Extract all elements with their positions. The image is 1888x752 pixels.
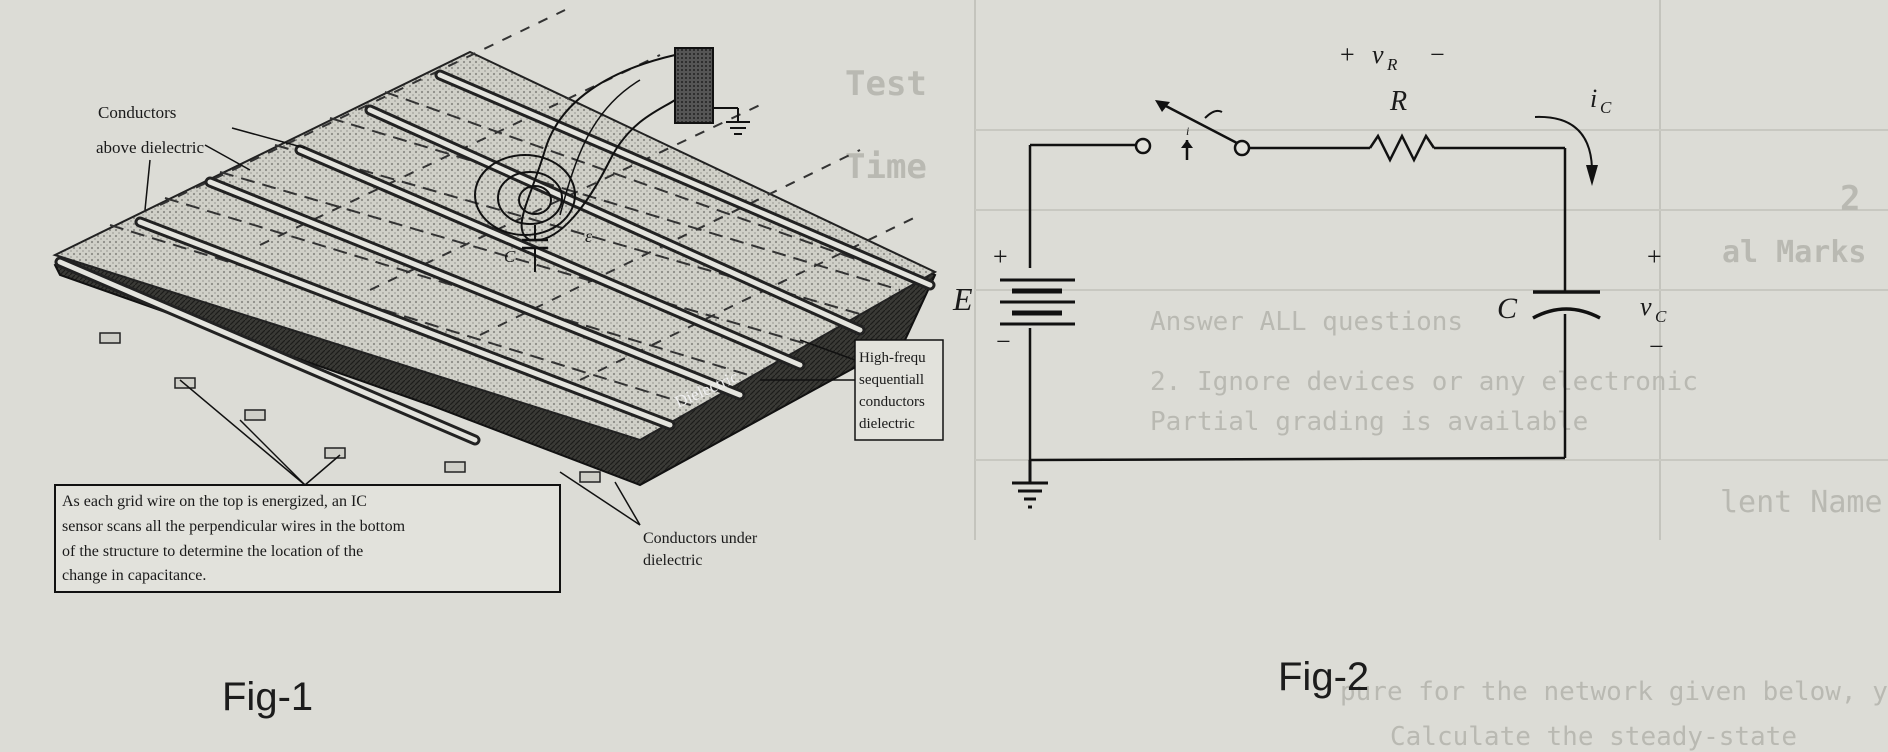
ic-arrow [1534,115,1593,169]
ghost-test: Test [845,64,927,104]
side-box-line2: sequentiall [859,372,924,388]
bottom-box-line3: of the structure to determine the locati… [62,543,363,560]
conductors-above [54,69,936,446]
ghost-bottom1: pure for the network given below, you ne… [1340,677,1888,707]
vr-minus: − [1430,40,1445,69]
fig1-diagram: C ε Conductors above dielectric Dielectr… [52,9,944,719]
fig2-caption: Fig-2 [1278,655,1369,699]
support-feet [99,332,601,483]
ic-sub: C [1600,98,1612,117]
vc-minus: − [1649,332,1664,361]
vc-label: v [1640,292,1652,321]
finger-ground: C ε [474,47,750,272]
resistor-label: R [1389,86,1407,117]
ghost-num: 2 [1840,179,1860,219]
ghost-marks: al Marks [1722,235,1867,270]
side-box-line1: High-frequ [859,350,926,366]
switch-current-label: i [1186,124,1189,138]
ghost-name: lent Name [1720,485,1883,520]
side-box-line3: conductors [859,394,925,410]
ghost-time: Time [845,147,927,187]
bottom-box-line1: As each grid wire on the top is energize… [62,493,367,510]
vr-sub: R [1386,55,1398,74]
capacitor-label: C [1497,292,1518,325]
vr-plus: + [1340,40,1355,69]
ghost-line2: 2. Ignore devices or any electronic [1150,367,1698,397]
field-label: ε [585,226,593,246]
fig1-labels: Conductors above dielectric Dielectric H… [54,103,944,593]
side-box-line4: dielectric [859,416,915,432]
fig2-circuit: i + v R − R i C + − E [952,40,1667,699]
vc-plus: + [1647,242,1662,271]
label-under-line1: Conductors under [643,530,758,547]
ic-label: i [1590,84,1597,113]
battery [1000,268,1075,328]
bottom-box-line2: sensor scans all the perpendicular wires… [62,518,406,535]
bottom-box-line4: change in capacitance. [62,567,206,584]
fig1-caption: Fig-1 [222,675,313,719]
side-box [854,339,944,441]
vc-sub: C [1655,307,1667,326]
capacitor [1532,290,1601,320]
cap-label: C [504,247,516,266]
ic-arrow-head [1586,165,1598,186]
ghost-line3: Partial grading is available [1150,407,1588,437]
label-above-line1: Conductors [98,103,176,122]
switch: i [1134,100,1251,160]
ghost-line1: Answer ALL questions [1150,307,1463,337]
ghost-bottom2: Calculate the steady-state [1390,722,1797,752]
vr-label: v [1372,40,1384,69]
ground-symbol [1012,460,1048,509]
bottom-box [54,484,561,593]
label-above-line2: above dielectric [96,138,205,157]
background-ghost-text: Test Time 2 al Marks lent Name Answer AL… [845,0,1888,752]
label-under-line2: dielectric [643,552,703,569]
source-e-label: E [952,281,973,317]
battery-plus: + [993,242,1008,271]
battery-minus: − [996,327,1011,356]
